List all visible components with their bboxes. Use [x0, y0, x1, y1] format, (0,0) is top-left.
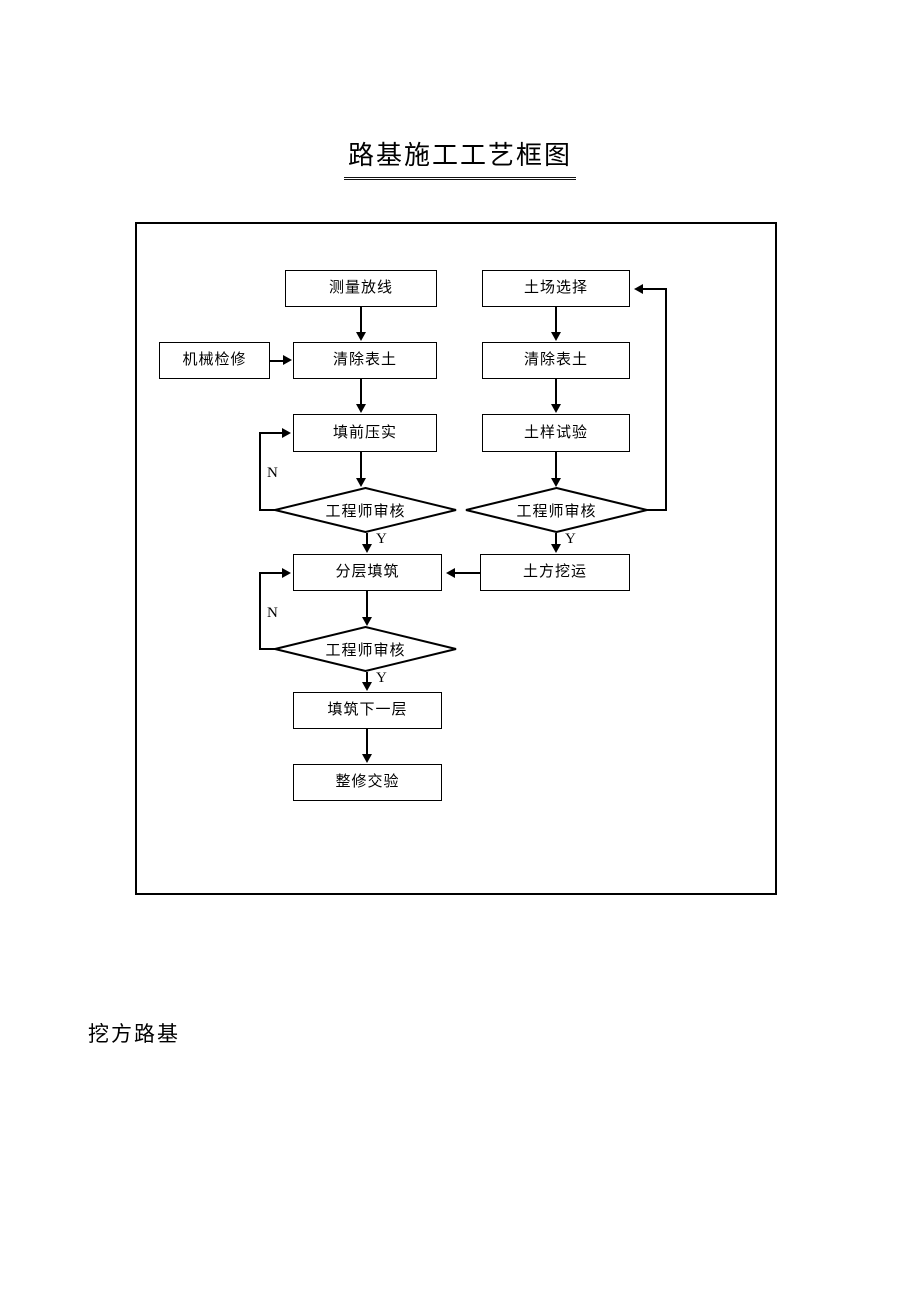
connector-review3-no-up — [259, 572, 261, 650]
node-borrow-pit-selection: 土场选择 — [482, 270, 630, 307]
connector-borrowpit-to-clear-right — [555, 307, 557, 333]
flowchart-frame: 测量放线 土场选择 机械检修 清除表土 清除表土 填前压实 土样试验 工程师审核… — [135, 222, 777, 895]
connector-precompaction-to-review1 — [360, 452, 362, 479]
node-clear-topsoil-left: 清除表土 — [293, 342, 437, 379]
decision-label: 工程师审核 — [325, 503, 406, 520]
arrowhead-down — [551, 544, 561, 553]
arrowhead-down — [551, 478, 561, 487]
connector-survey-to-clear-left — [360, 307, 362, 333]
connector-review3-yes — [366, 672, 368, 683]
arrowhead-down — [362, 617, 372, 626]
connector-review1-no-up — [259, 432, 261, 510]
arrowhead-down — [362, 682, 372, 691]
connector-review2-yes — [555, 533, 557, 545]
connector-clear-left-to-precompaction — [360, 379, 362, 405]
connector-review2-no-into-box — [643, 288, 667, 290]
connector-review3-no-into-box — [259, 572, 283, 574]
connector-review1-no-into-box — [259, 432, 283, 434]
node-label: 土方挖运 — [522, 564, 587, 580]
page-title: 路基施工工艺框图 — [0, 140, 920, 180]
node-pre-fill-compaction: 填前压实 — [293, 414, 437, 452]
arrowhead-down — [356, 478, 366, 487]
connector-layered-filling-to-review3 — [366, 591, 368, 618]
node-label: 填筑下一层 — [327, 702, 408, 718]
node-earth-excavation-haul: 土方挖运 — [480, 554, 630, 591]
node-label: 填前压实 — [332, 424, 397, 441]
branch-label-yes-1: Y — [376, 531, 387, 547]
branch-label-no-3: N — [267, 605, 278, 621]
node-label: 土样试验 — [523, 424, 588, 441]
connector-review3-no-left — [259, 648, 277, 650]
decision-engineer-review-1: 工程师审核 — [274, 487, 457, 533]
arrowhead-right — [283, 355, 292, 365]
connector-haul-to-layered-filling — [455, 572, 480, 574]
branch-label-no-1: N — [267, 465, 278, 481]
arrowhead-down — [551, 404, 561, 413]
branch-label-yes-3: Y — [376, 670, 387, 686]
decision-engineer-review-3: 工程师审核 — [274, 626, 457, 672]
node-label: 土场选择 — [523, 280, 588, 296]
node-label: 机械检修 — [182, 352, 247, 368]
diamond-shape — [274, 487, 457, 533]
connector-review1-no-left — [259, 509, 277, 511]
node-label: 分层填筑 — [335, 564, 400, 580]
node-label: 清除表土 — [332, 352, 397, 368]
node-soil-sample-test: 土样试验 — [482, 414, 630, 452]
arrowhead-left — [634, 284, 643, 294]
decision-label: 工程师审核 — [516, 503, 597, 520]
arrowhead-left — [446, 568, 455, 578]
footer-caption: 挖方路基 — [88, 1022, 180, 1046]
connector-clear-right-to-soiltest — [555, 379, 557, 405]
arrowhead-right — [282, 568, 291, 578]
arrowhead-right — [282, 428, 291, 438]
node-label: 清除表土 — [523, 352, 588, 368]
node-survey-setout: 测量放线 — [285, 270, 437, 307]
connector-review2-no-right — [645, 509, 667, 511]
decision-label: 工程师审核 — [325, 642, 406, 659]
decision-engineer-review-2: 工程师审核 — [465, 487, 648, 533]
node-machinery-overhaul: 机械检修 — [159, 342, 270, 379]
diamond-shape — [274, 626, 457, 672]
diamond-shape — [465, 487, 648, 533]
node-fill-next-layer: 填筑下一层 — [293, 692, 442, 729]
node-layered-filling: 分层填筑 — [293, 554, 442, 591]
node-label: 测量放线 — [328, 280, 393, 296]
arrowhead-down — [362, 754, 372, 763]
page-title-text: 路基施工工艺框图 — [343, 140, 576, 180]
arrowhead-down — [356, 332, 366, 341]
connector-machinery-to-clear-left — [270, 360, 284, 362]
arrowhead-down — [356, 404, 366, 413]
connector-nextlayer-to-handover — [366, 729, 368, 755]
node-finishing-handover: 整修交验 — [293, 764, 442, 801]
connector-soiltest-to-review2 — [555, 452, 557, 479]
branch-label-yes-2: Y — [565, 531, 576, 547]
connector-review2-no-up — [665, 288, 667, 510]
connector-review1-yes — [366, 533, 368, 545]
node-label: 整修交验 — [335, 774, 400, 790]
arrowhead-down — [362, 544, 372, 553]
node-clear-topsoil-right: 清除表土 — [482, 342, 630, 379]
arrowhead-down — [551, 332, 561, 341]
